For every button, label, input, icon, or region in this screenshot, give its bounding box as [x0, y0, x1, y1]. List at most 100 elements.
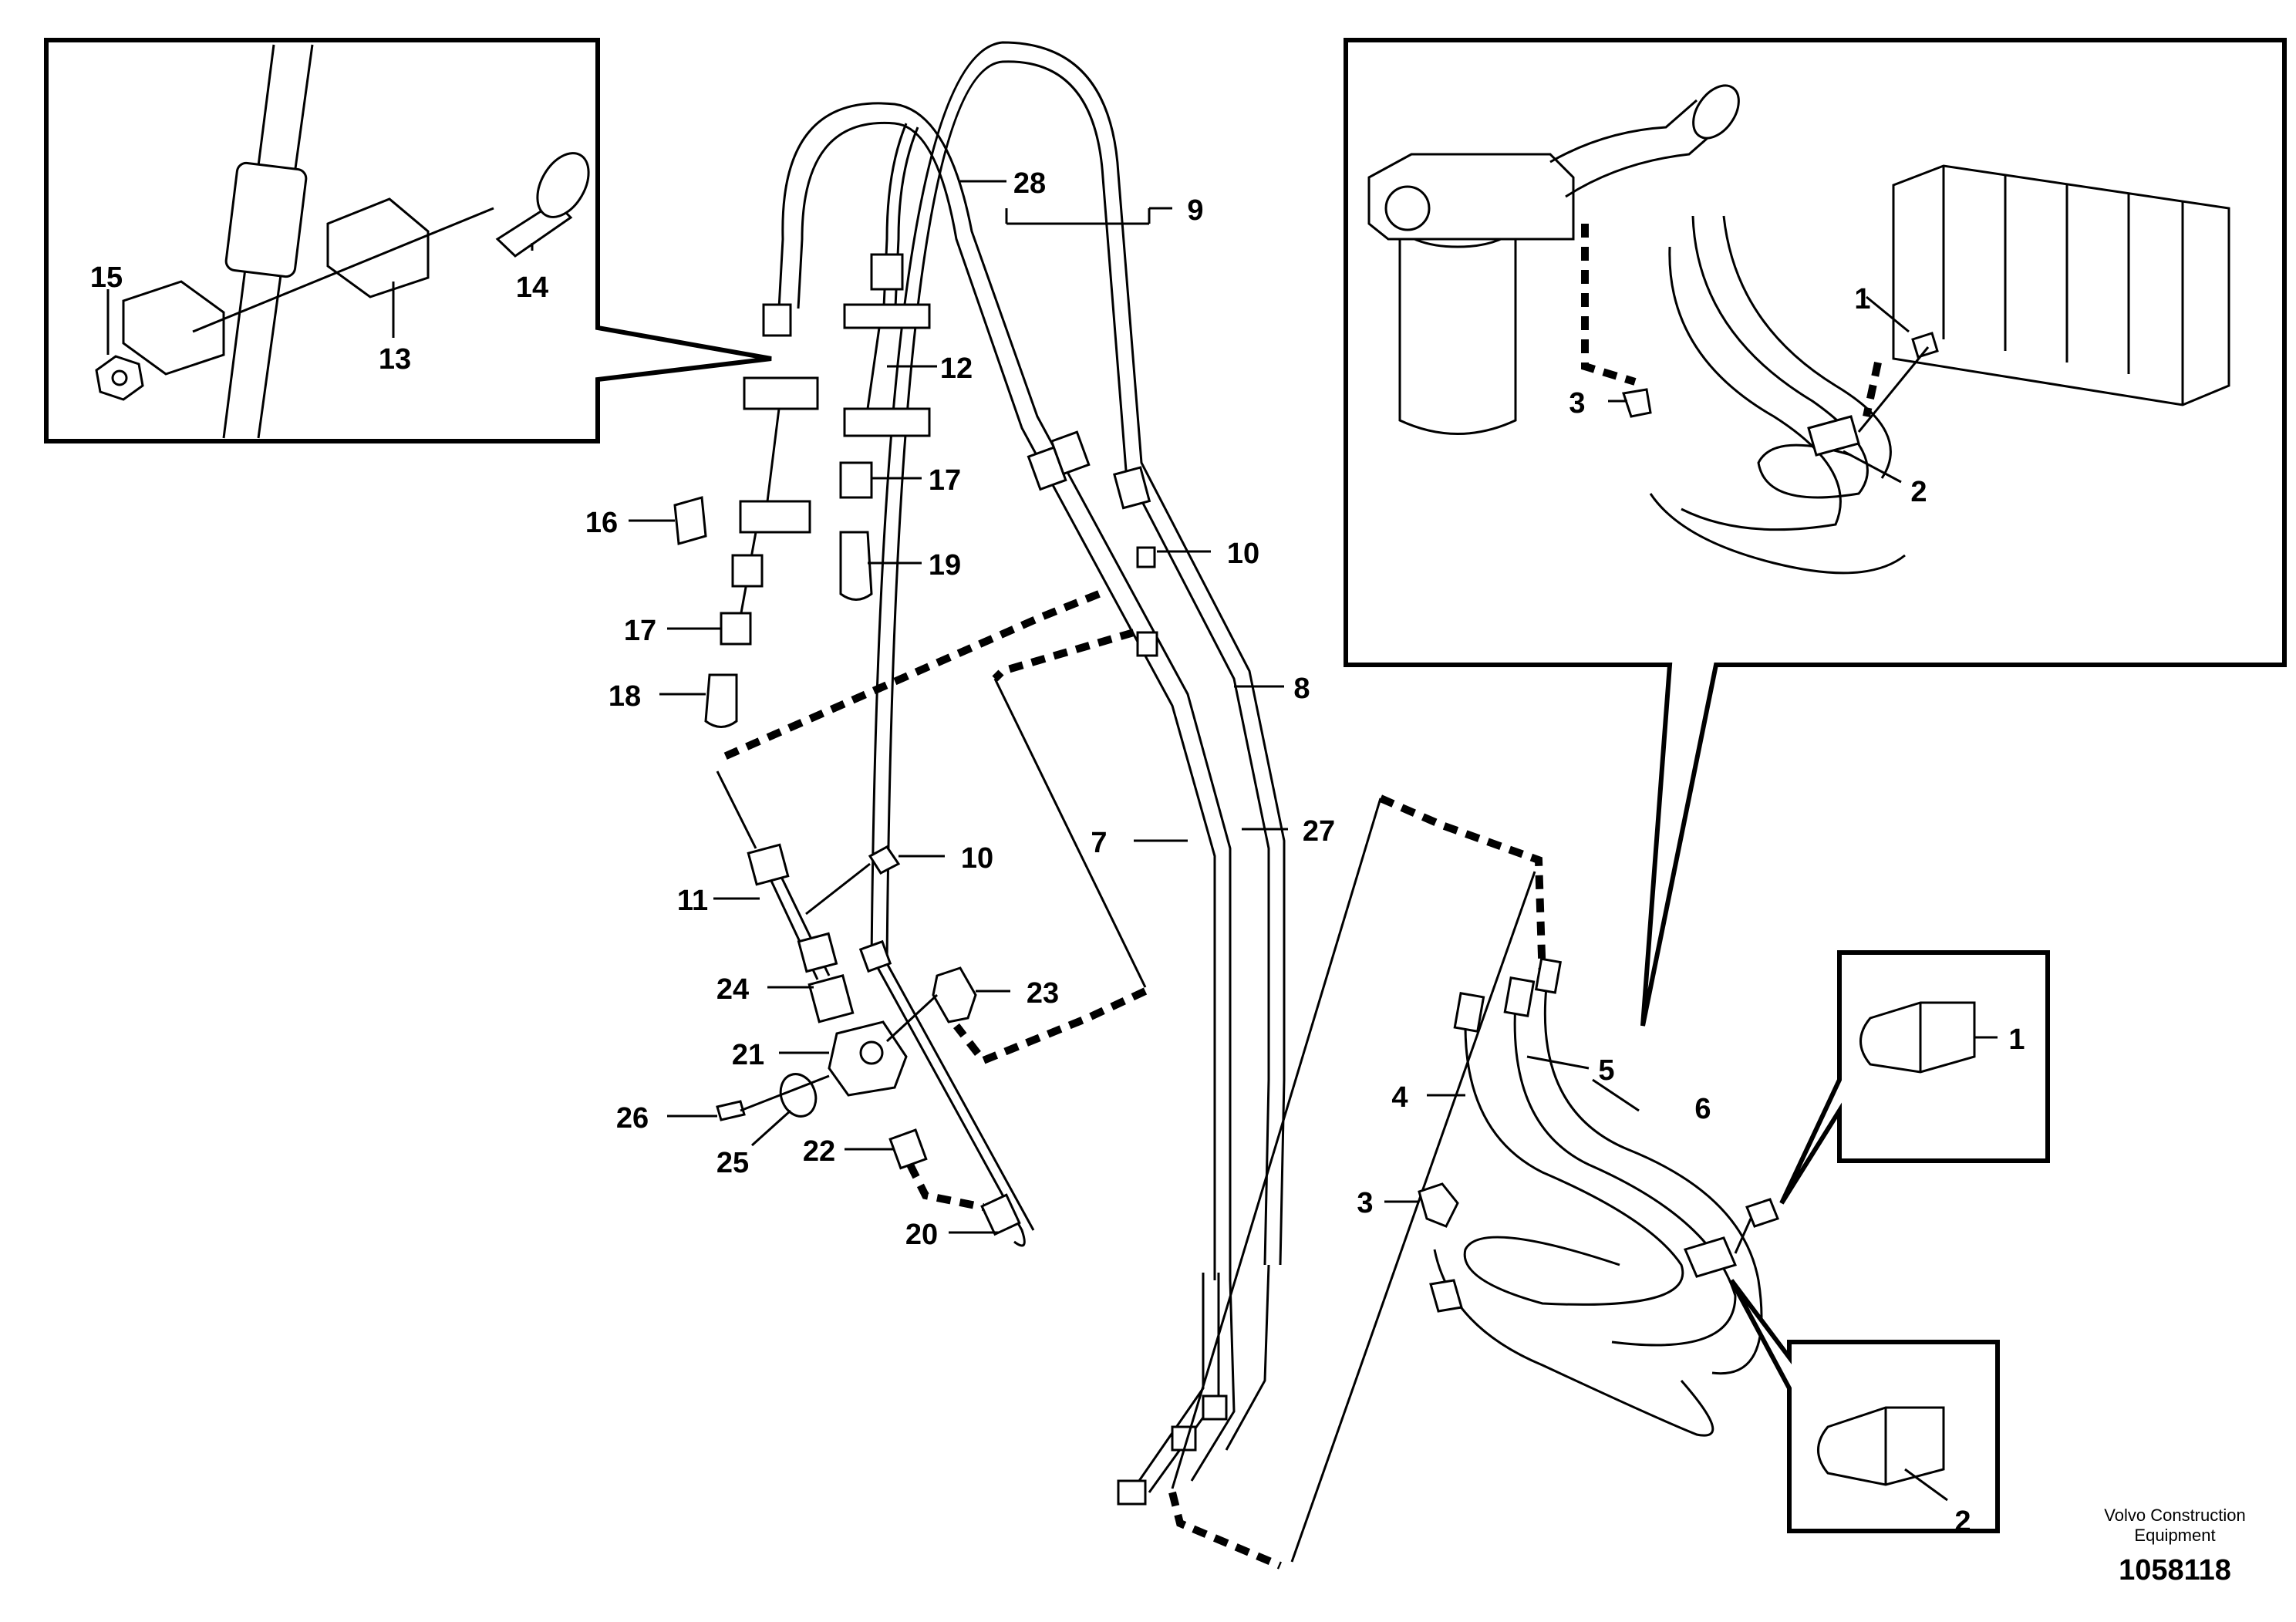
hose-6-fitting [1534, 957, 1563, 994]
tube-8-end [1225, 1264, 1270, 1451]
callout-11: 11 [677, 885, 708, 917]
clamp-12-lower [843, 407, 931, 437]
dash-22 [906, 1162, 984, 1211]
screw-26-line [740, 1074, 830, 1112]
inset-frame-adapter [1729, 1279, 2000, 1533]
footer: Volvo Construction Equipment 1058118 [2104, 1506, 2245, 1587]
screw-26 [716, 1100, 746, 1121]
elbow-3-lower [1429, 1279, 1463, 1313]
left-fittings [673, 123, 931, 728]
filter-outlet-pipe-upper [1549, 99, 1698, 164]
callout-28: 28 [1013, 167, 1046, 200]
callout-23: 23 [1027, 977, 1059, 1010]
inset-dash-1 [1581, 224, 1637, 386]
tube-20-lower-nut [980, 1193, 1021, 1236]
adapter-2 [1683, 1236, 1738, 1278]
lower-right-hoses [1168, 794, 1779, 1570]
callout-13: 13 [379, 343, 411, 376]
tube-11-nut-bottom [797, 932, 838, 973]
adapter-2-inset [1807, 415, 1860, 457]
clip-10b [868, 845, 901, 875]
clamp-left-upper [743, 376, 819, 410]
connector-3-inset [1622, 388, 1652, 418]
clamp-half-13 [326, 197, 430, 298]
tube-7-end-b [1148, 1273, 1220, 1493]
callout-20: 20 [905, 1219, 938, 1251]
callout-22: 22 [803, 1135, 835, 1168]
callout-25: 25 [716, 1147, 749, 1179]
inset-frame-nipple [1779, 950, 2050, 1205]
tube-clip-10 [1136, 546, 1156, 568]
callout-2a: 2 [1910, 476, 1927, 508]
tee-21-port [859, 1040, 884, 1065]
guide-line-right-b [1290, 871, 1536, 1563]
adapter-line [1734, 1218, 1752, 1254]
leader-5 [1526, 1055, 1590, 1070]
tube-20-b [882, 956, 1035, 1231]
hose-4-fitting [1453, 991, 1485, 1033]
callout-10a: 10 [1227, 538, 1259, 570]
inset-clamp-detail [44, 38, 772, 443]
drawing-number: 1058118 [2119, 1554, 2231, 1587]
callout-labels: 15 14 13 28 9 12 17 16 19 17 18 10 8 7 2… [90, 167, 2025, 1538]
leader-lines [629, 180, 1640, 1234]
inset-assembly-line [192, 207, 494, 333]
leader-9 [1005, 207, 1172, 225]
guide-line-7 [993, 678, 1147, 988]
callout-12: 12 [940, 352, 973, 385]
callout-24: 24 [716, 973, 749, 1006]
inset-assembly-line-2 [1857, 346, 1930, 433]
bolt-14-head [536, 152, 590, 218]
adapter-2-detail [1817, 1406, 1945, 1486]
fitting-left-mid [731, 554, 764, 588]
nipple-1 [1745, 1198, 1779, 1228]
dash-upper-left [715, 590, 1101, 764]
callout-3a: 3 [1569, 387, 1585, 420]
fitting-top-left [762, 303, 792, 337]
inset-hose-b [1722, 215, 1892, 479]
filter-head-port [1384, 185, 1431, 231]
hose-5 [1513, 1002, 1737, 1347]
callout-26: 26 [616, 1102, 649, 1135]
filter-canister [1398, 222, 1517, 435]
tube-27-end [1190, 1280, 1236, 1482]
leader-2a [1843, 450, 1902, 484]
callout-1b: 1 [2008, 1023, 2025, 1056]
callout-21: 21 [732, 1039, 764, 1071]
company-name-line2: Equipment [2134, 1526, 2215, 1545]
tube-9-outer [885, 60, 1270, 1266]
callout-1a: 1 [1854, 283, 1870, 315]
tube-7-end [1132, 1273, 1205, 1489]
guide-line-right [1171, 798, 1382, 1489]
tube-9-inner-b [797, 121, 1216, 1280]
tube-fitting-c [1113, 466, 1151, 510]
inset-nipple-1 [1779, 950, 2050, 1205]
tube-9-inner [777, 102, 1232, 1280]
callout-4: 4 [1391, 1081, 1408, 1114]
inset-tube-fitting [224, 161, 308, 278]
inset-hose-a [1691, 215, 1869, 499]
callout-2b: 2 [1954, 1506, 1971, 1538]
tube-end-fitting-7 [1117, 1479, 1147, 1506]
inset-valve-detail [1344, 38, 2287, 1027]
callout-10b: 10 [961, 842, 993, 875]
callout-17a: 17 [929, 464, 961, 497]
tube-fitting-b [1050, 430, 1091, 476]
nipple-1-inset [1911, 332, 1939, 359]
filter-outlet-pipe-lower [1565, 126, 1721, 198]
tube-end-fitting-27 [1171, 1425, 1197, 1452]
plug-19 [839, 531, 873, 601]
callout-16: 16 [585, 507, 618, 539]
tube-28-fitting [870, 253, 904, 291]
filter-outlet-nut [1692, 84, 1740, 140]
callout-19: 19 [929, 549, 961, 582]
callout-5: 5 [1598, 1054, 1614, 1087]
nipple-1-detail [1859, 1001, 1976, 1074]
tube-20-top-nut [858, 939, 892, 973]
leader-1a [1866, 295, 1910, 333]
hose-5-fitting [1503, 976, 1536, 1017]
hose-3-line [1433, 1249, 1714, 1437]
leader-25 [750, 1109, 792, 1147]
clip-10b-line [805, 862, 871, 916]
